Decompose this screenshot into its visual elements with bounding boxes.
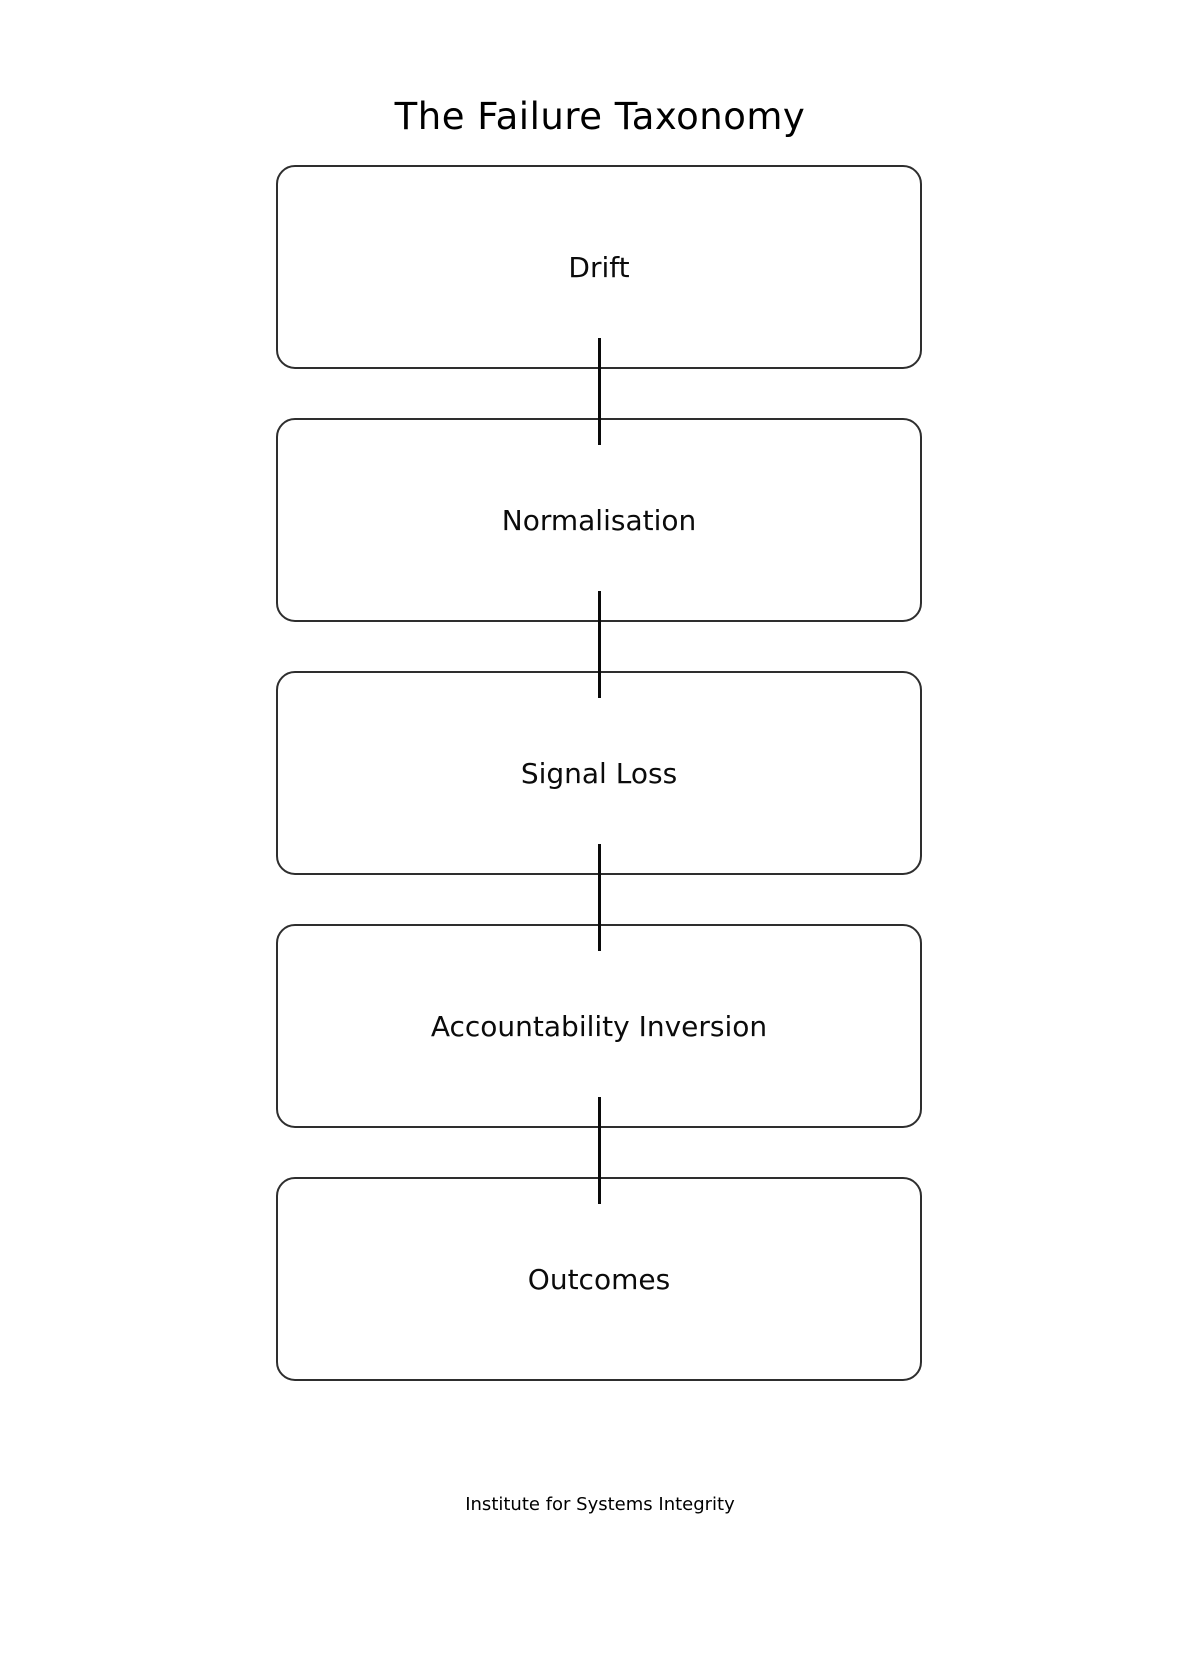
connector-line xyxy=(598,591,601,698)
flow-node-drift: Drift xyxy=(276,165,922,369)
footer-caption: Institute for Systems Integrity xyxy=(465,1494,735,1515)
connector-line xyxy=(598,1097,601,1204)
flow-node-signal-loss: Signal Loss xyxy=(276,671,922,875)
flow-node-label: Signal Loss xyxy=(520,756,678,790)
flow-node-label: Outcomes xyxy=(527,1262,671,1296)
diagram-title: The Failure Taxonomy xyxy=(394,95,806,138)
flow-node-accountability-inversion: Accountability Inversion xyxy=(276,924,922,1128)
flow-node-label: Accountability Inversion xyxy=(430,1009,768,1043)
flow-node-label: Drift xyxy=(568,250,630,284)
connector-line xyxy=(598,338,601,445)
flow-node-label: Normalisation xyxy=(501,503,697,537)
connector-line xyxy=(598,844,601,951)
flow-node-outcomes: Outcomes xyxy=(276,1177,922,1381)
